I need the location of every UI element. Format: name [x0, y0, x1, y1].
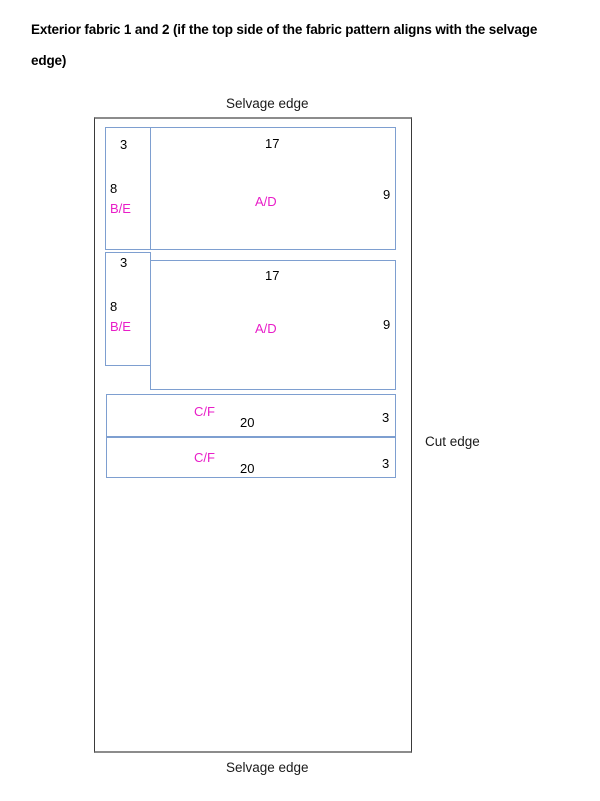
piece-ad-1-width: 17: [265, 136, 280, 151]
pattern-piece-cf-2[interactable]: [106, 437, 396, 478]
piece-cf-2-height: 3: [382, 456, 390, 471]
piece-be-1-name: B/E: [110, 201, 131, 216]
piece-be-1-height: 8: [110, 181, 118, 196]
piece-be-2-height: 8: [110, 299, 118, 314]
piece-ad-2-height: 9: [383, 317, 391, 332]
pattern-piece-cf-1[interactable]: [106, 394, 396, 437]
piece-cf-1-width: 20: [240, 415, 255, 430]
selvage-edge-bottom-label: Selvage edge: [226, 760, 309, 775]
fabric-rectangle: [94, 117, 412, 753]
pattern-piece-ad-1[interactable]: [150, 127, 396, 250]
piece-ad-1-name: A/D: [255, 194, 277, 209]
piece-ad-2-width: 17: [265, 268, 280, 283]
selvage-edge-top-label: Selvage edge: [226, 96, 309, 111]
piece-cf-2-width: 20: [240, 461, 255, 476]
piece-be-1-width: 3: [120, 137, 128, 152]
piece-be-2-width: 3: [120, 255, 128, 270]
piece-ad-1-height: 9: [383, 187, 391, 202]
piece-ad-2-name: A/D: [255, 321, 277, 336]
pattern-piece-ad-2[interactable]: [150, 260, 396, 390]
cut-edge-label: Cut edge: [425, 434, 480, 449]
page-title: Exterior fabric 1 and 2 (if the top side…: [31, 22, 538, 68]
piece-be-2-name: B/E: [110, 319, 131, 334]
piece-cf-1-name: C/F: [194, 404, 215, 419]
piece-cf-1-height: 3: [382, 410, 390, 425]
piece-cf-2-name: C/F: [194, 450, 215, 465]
